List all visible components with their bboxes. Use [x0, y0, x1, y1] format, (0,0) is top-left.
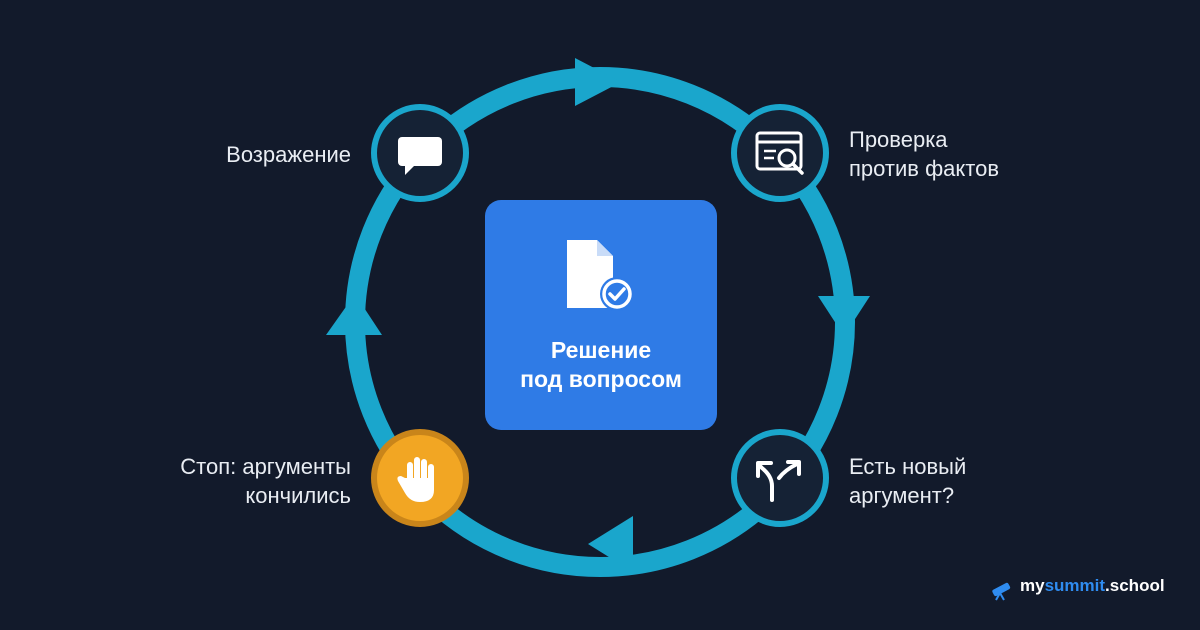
- node-fact-check: [731, 104, 829, 202]
- brand-part-school: .school: [1105, 576, 1165, 595]
- document-check-icon: [563, 236, 637, 321]
- brand-logo[interactable]: mysummit.school: [988, 576, 1165, 596]
- node-label-fact-check: Проверка против фактов: [849, 127, 1000, 181]
- cycle-arrow-top: [575, 58, 621, 106]
- center-decision-box: Решение под вопросом: [485, 200, 717, 430]
- brand-part-my: my: [1020, 576, 1045, 595]
- speech-bubble-icon: [398, 137, 442, 175]
- node-objection: [371, 104, 469, 202]
- center-title: Решение под вопросом: [520, 337, 682, 392]
- node-label-new-argument: Есть новый аргумент?: [849, 454, 967, 508]
- cycle-arrow-left: [326, 294, 382, 335]
- node-new-argument: [731, 429, 829, 527]
- cycle-arrow-right: [818, 296, 870, 336]
- brand-part-summit: summit: [1044, 576, 1106, 595]
- cycle-arrow-bottom: [588, 516, 633, 572]
- node-label-stop: Стоп: аргументы кончились: [180, 454, 351, 508]
- stop-hand-icon: [397, 457, 434, 502]
- telescope-icon: [992, 582, 1011, 601]
- node-label-objection: Возражение: [226, 142, 351, 167]
- search-document-icon: [755, 131, 804, 175]
- fork-arrows-icon: [756, 460, 801, 502]
- node-stop: [371, 429, 469, 527]
